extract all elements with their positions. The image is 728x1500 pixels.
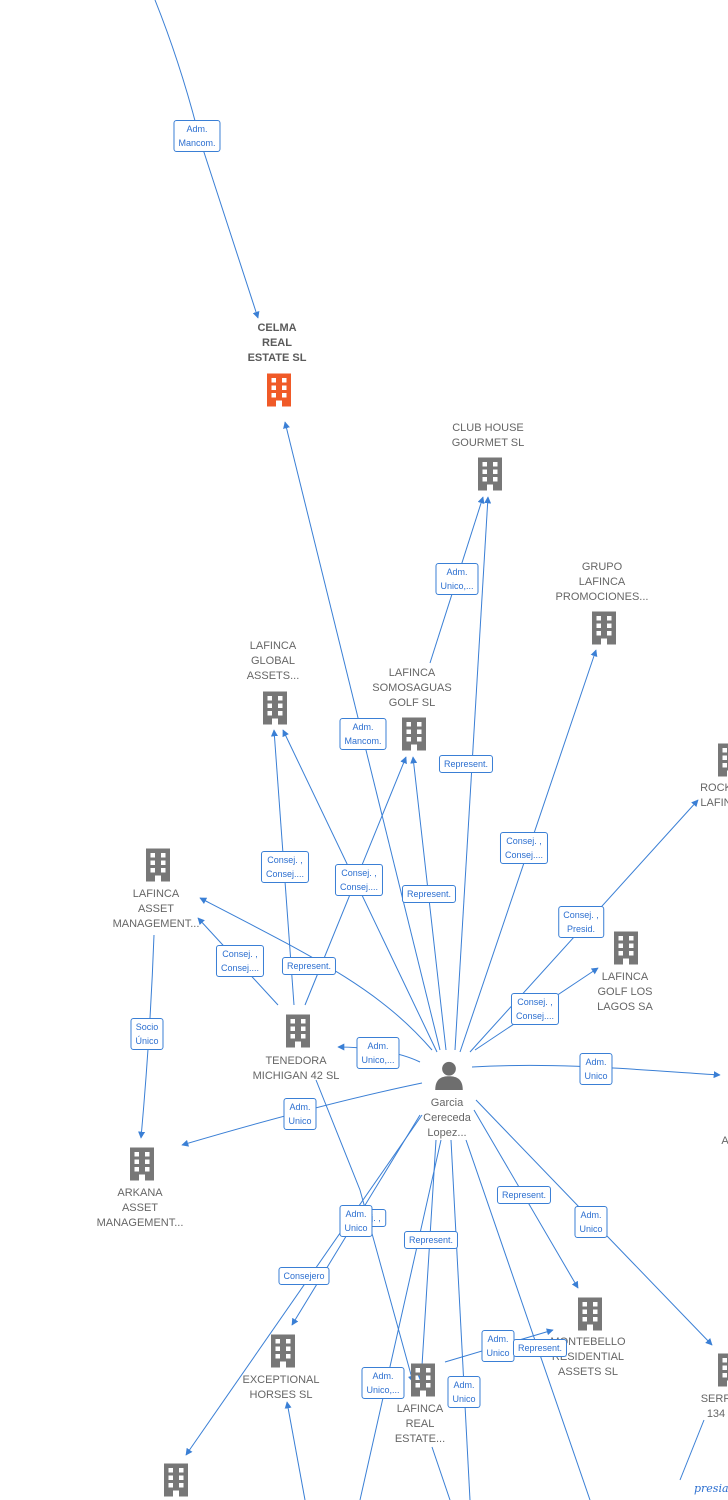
node-montebello-label[interactable]: MONTEBELLO RESIDENTIAL ASSETS SL	[550, 1336, 626, 1378]
node-clubhouse-label[interactable]: CLUB HOUSE GOURMET SL	[451, 422, 525, 449]
node-exceptional-label[interactable]: EXCEPTIONAL HORSES SL	[242, 1374, 320, 1401]
edge-label-adm-unico-8: Adm. Unico,...	[361, 1367, 405, 1399]
node-arkana-label[interactable]: ARKANA ASSET MANAGEMENT...	[96, 1187, 184, 1229]
edge-label-represent-3: Represent.	[281, 957, 337, 975]
edge-label-adm-unico-4: Adm. Unico	[283, 1098, 317, 1130]
node-asset-label[interactable]: LAFINCA ASSET MANAGEMENT...	[112, 888, 200, 930]
edge-label-adm-unico-2: Adm. Unico,...	[356, 1037, 400, 1069]
node-realestate-label[interactable]: LAFINCA REAL ESTATE...	[394, 1403, 446, 1445]
golf-building-icon	[614, 931, 638, 965]
global-building-icon	[263, 691, 287, 725]
celma-building-icon	[267, 373, 291, 407]
rock-building-icon	[718, 743, 728, 777]
edge-person-clubhouse	[454, 496, 492, 1051]
edge-label-represent-6: Represent.	[512, 1339, 568, 1357]
node-right-label[interactable]: A	[721, 1135, 728, 1147]
edge-label-consej-5: Consej. , Consej....	[510, 993, 560, 1025]
tenedora-building-icon	[286, 1014, 310, 1048]
clubhouse-building-icon	[478, 457, 502, 491]
watermark: presia	[694, 1482, 728, 1495]
edge-serr-down	[679, 1419, 705, 1481]
node-grupo-label[interactable]: GRUPO LAFINCA PROMOCIONES...	[555, 561, 649, 603]
edge-label-adm-unico-9: Adm. Unico	[447, 1376, 481, 1408]
edge-label-adm-unico-6: Adm. Unico	[574, 1206, 608, 1238]
edge-realestate-down	[431, 1446, 451, 1500]
edge-label-consej-2: Consej. , Consej....	[260, 851, 310, 883]
edge-person-asset	[199, 897, 433, 1051]
person-icon	[435, 1061, 463, 1090]
node-global-label[interactable]: LAFINCA GLOBAL ASSETS...	[246, 640, 300, 682]
edge-label-socio-unico: Socio Único	[130, 1018, 164, 1050]
node-person-label[interactable]: Garcia Cereceda Lopez...	[423, 1097, 471, 1139]
asset-building-icon	[146, 848, 170, 882]
edge-label-adm-mancom-2: Adm. Mancom.	[339, 718, 387, 750]
edge-label-adm-unico-1: Adm. Unico,...	[435, 563, 479, 595]
edge-person-down	[450, 1139, 471, 1500]
edge-label-represent-1: Represent.	[438, 755, 494, 773]
edge-label-consej-1: Consej. , Consej....	[499, 832, 549, 864]
edge-person-realestate-2	[359, 1139, 442, 1500]
edge-label-represent-2: Represent.	[401, 885, 457, 903]
node-tenedora-label[interactable]: TENEDORA MICHIGAN 42 SL	[252, 1055, 340, 1082]
node-rock-label[interactable]: ROCK LAFIN	[700, 782, 728, 809]
edge-tenedora-realestate	[315, 1079, 415, 1383]
edge-bottom-exceptional	[284, 1401, 306, 1500]
edge-to-celma-top	[154, 0, 260, 319]
edge-label-adm-unico-5: Adm. Unico	[339, 1205, 373, 1237]
edge-label-represent-4: Represent.	[496, 1186, 552, 1204]
node-somosaguas-label[interactable]: LAFINCA SOMOSAGUAS GOLF SL	[372, 667, 452, 709]
edge-label-consej-presid: Consej. , Presid.	[558, 906, 604, 938]
serr-building-icon	[718, 1353, 728, 1387]
edge-person-realestate-1	[417, 1139, 437, 1383]
edge-label-adm-unico-7: Adm. Unico	[481, 1330, 515, 1362]
edge-label-consej-4: Consej. , Consej....	[215, 945, 265, 977]
edge-label-adm-unico-3: Adm. Unico	[579, 1053, 613, 1085]
edge-person-down-2	[465, 1139, 591, 1500]
edge-label-consej-3: Consej. , Consej....	[334, 864, 384, 896]
node-serr-label[interactable]: SERR 134	[700, 1393, 728, 1420]
edge-label-consejero: Consejero	[278, 1267, 330, 1285]
edge-person-bottomleft	[185, 1114, 423, 1456]
edge-label-represent-5: Represent.	[403, 1231, 459, 1249]
edge-label-adm-mancom-1: Adm. Mancom.	[173, 120, 221, 152]
realestate-building-icon	[411, 1363, 435, 1397]
node-golf-label[interactable]: LAFINCA GOLF LOS LAGOS SA	[597, 971, 653, 1013]
grupo-building-icon	[592, 611, 616, 645]
edge-person-somosaguas	[410, 756, 447, 1051]
somosaguas-building-icon	[402, 717, 426, 751]
arkana-building-icon	[130, 1147, 154, 1181]
node-celma-label[interactable]: CELMA REAL ESTATE SL	[247, 322, 307, 364]
bottomleft-building-icon	[164, 1463, 188, 1497]
montebello-building-icon	[578, 1297, 602, 1331]
exceptional-building-icon	[271, 1334, 295, 1368]
